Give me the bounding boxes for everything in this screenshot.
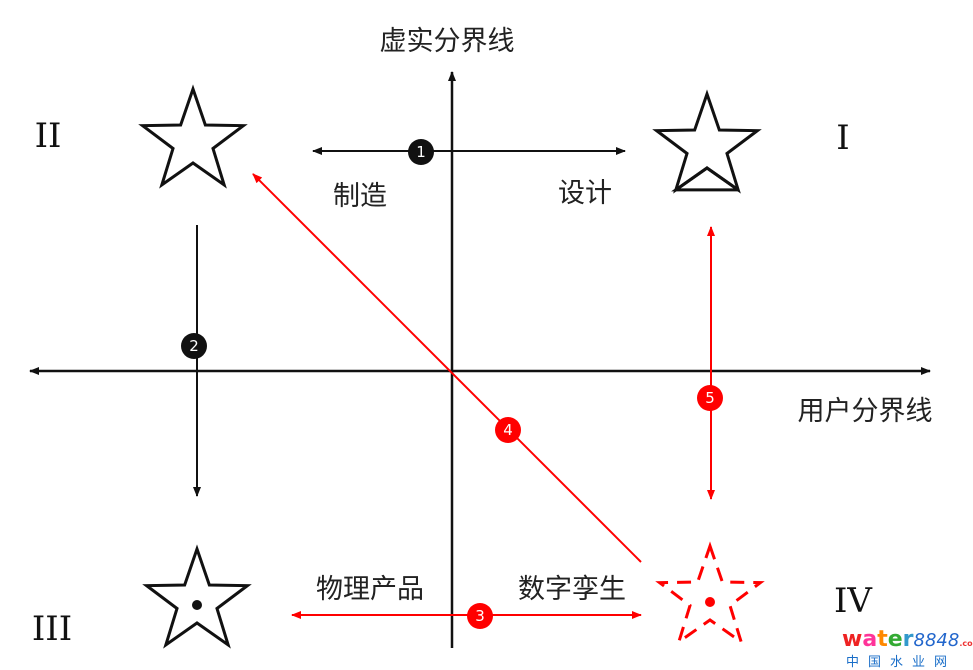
horizontal-axis-label: 用户分界线 xyxy=(798,396,933,427)
number-badge-1 xyxy=(408,139,434,165)
quadrant-numeral-iii: III xyxy=(32,609,72,649)
quadrant-numeral-ii: II xyxy=(35,116,62,156)
star-quadrant-iv-icon xyxy=(655,541,765,646)
quadrant-numeral-i: I xyxy=(836,118,849,158)
label-manufacturing: 制造 xyxy=(333,181,387,212)
number-badge-3 xyxy=(467,603,493,629)
number-badge-4-text: 4 xyxy=(503,421,513,439)
vertical-axis-label: 虚实分界线 xyxy=(380,26,515,57)
svg-text:water8848.com: water8848.com xyxy=(842,627,973,652)
number-badge-5-text: 5 xyxy=(705,389,715,407)
label-design: 设计 xyxy=(558,178,612,209)
watermark-logo: water8848.com 中国水业网 xyxy=(842,627,973,670)
arrow-4 xyxy=(252,173,642,563)
label-digital-twin: 数字孪生 xyxy=(518,574,626,605)
star-center-dot xyxy=(192,600,202,610)
quadrant-numeral-iv: IV xyxy=(834,581,873,621)
star-base-line xyxy=(671,166,740,192)
svg-text:中国水业网: 中国水业网 xyxy=(846,655,956,670)
star-center-dot xyxy=(705,597,715,607)
star-quadrant-i-icon xyxy=(652,89,762,194)
label-physical-product: 物理产品 xyxy=(316,574,424,605)
star-quadrant-ii-icon xyxy=(138,84,248,189)
number-badge-3-text: 3 xyxy=(475,607,485,625)
number-badge-1-text: 1 xyxy=(416,143,426,161)
number-badge-2-text: 2 xyxy=(189,337,199,355)
number-badge-5 xyxy=(697,385,723,411)
number-badge-4 xyxy=(495,417,521,443)
number-badge-2 xyxy=(181,333,207,359)
star-quadrant-iii-icon xyxy=(142,544,252,649)
